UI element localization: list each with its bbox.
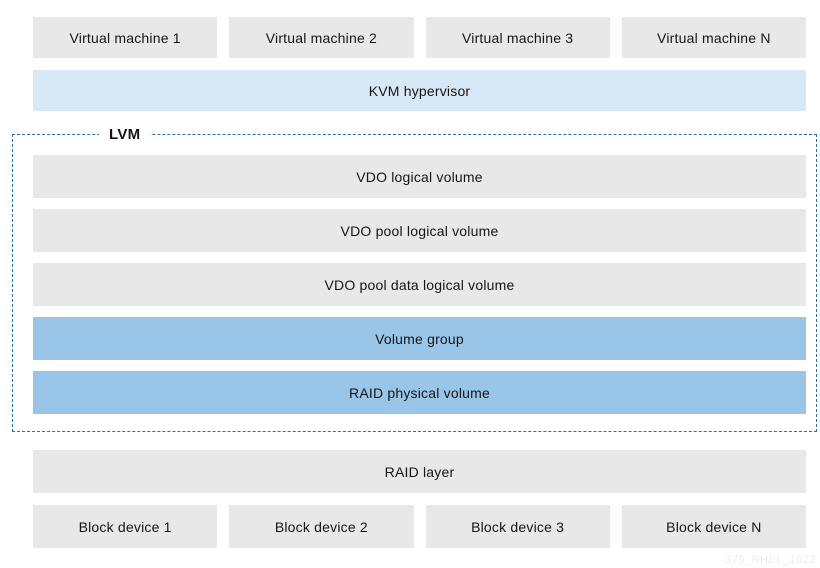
vdo-logical-volume-bar: VDO logical volume (33, 155, 806, 198)
figure-id-watermark: 375_RHEL_1022 (725, 554, 816, 566)
block-devices-row: Block device 1 Block device 2 Block devi… (33, 505, 806, 548)
virtual-machine-1-box: Virtual machine 1 (33, 17, 218, 58)
lvm-group-border: LVM VDO logical volume VDO pool logical … (12, 125, 817, 432)
virtual-machine-3-box: Virtual machine 3 (425, 17, 610, 58)
raid-layer-bar: RAID layer (33, 450, 806, 493)
kvm-hypervisor-bar: KVM hypervisor (33, 70, 806, 111)
volume-group-bar: Volume group (33, 317, 806, 360)
virtual-machine-n-box: Virtual machine N (621, 17, 806, 58)
block-device-2-box: Block device 2 (229, 505, 414, 548)
virtual-machines-row: Virtual machine 1 Virtual machine 2 Virt… (33, 17, 806, 58)
raid-physical-volume-bar: RAID physical volume (33, 371, 806, 414)
vdo-pool-logical-volume-bar: VDO pool logical volume (33, 209, 806, 252)
block-device-1-box: Block device 1 (33, 505, 218, 548)
virtual-machine-2-box: Virtual machine 2 (229, 17, 414, 58)
lvm-group-label: LVM (99, 125, 151, 144)
block-device-3-box: Block device 3 (425, 505, 610, 548)
block-device-n-box: Block device N (621, 505, 806, 548)
vdo-pool-data-logical-volume-bar: VDO pool data logical volume (33, 263, 806, 306)
